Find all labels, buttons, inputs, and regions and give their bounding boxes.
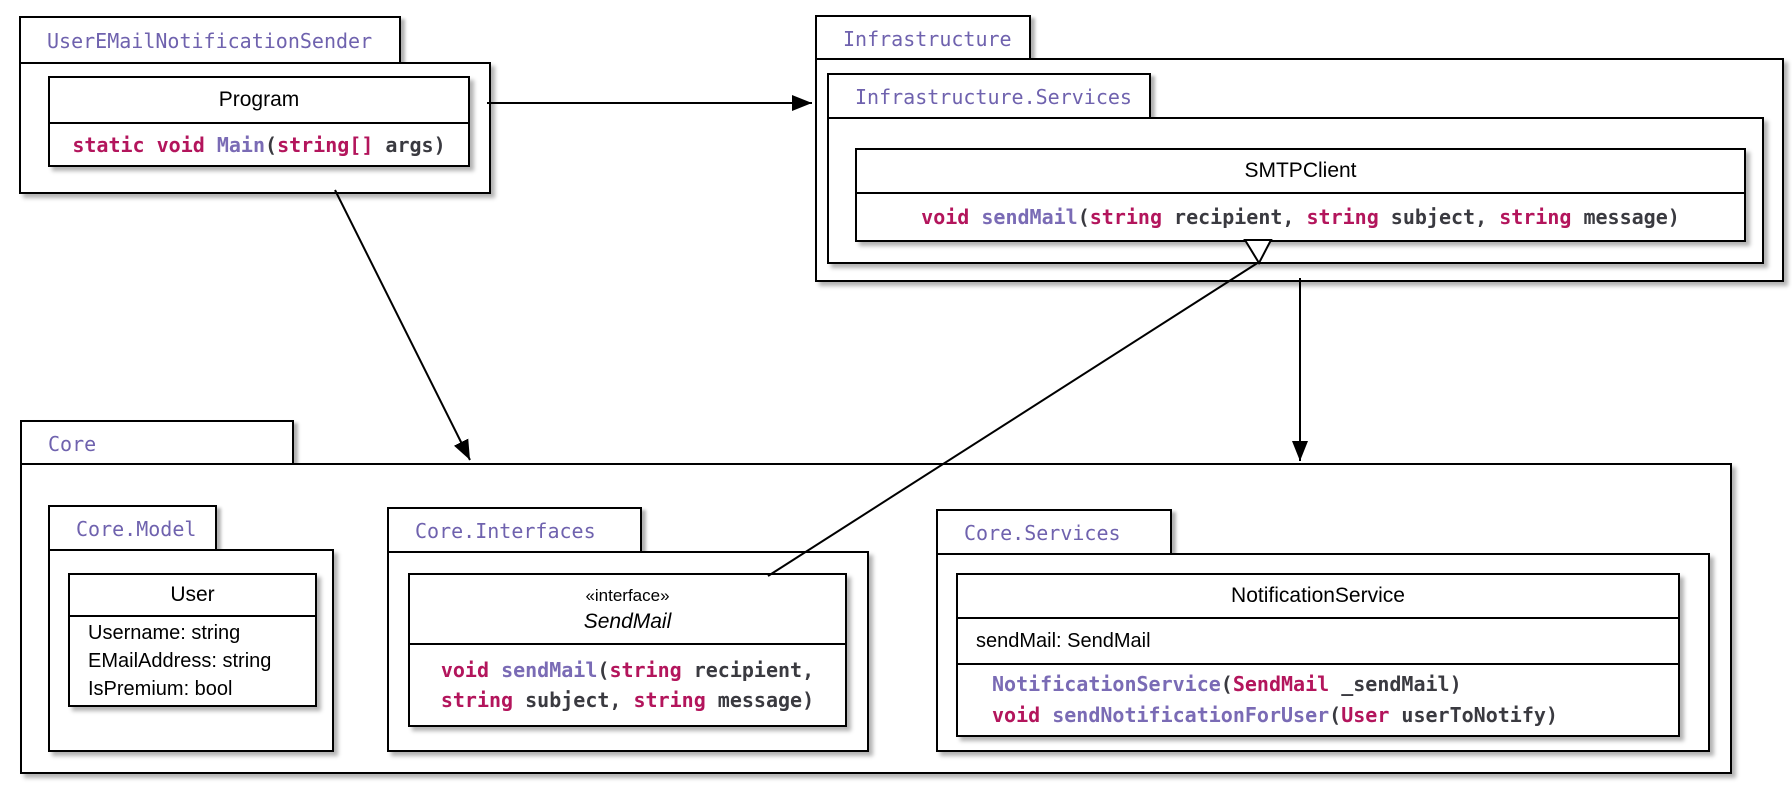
class-smtp-client: SMTPClient void sendMail(string recipien… [855, 148, 1746, 242]
class-title: Program [50, 78, 468, 124]
package-label: Infrastructure [843, 26, 1012, 51]
class-methods-compartment: static void Main(string[] args) [50, 124, 468, 165]
attribute: EMailAddress: string [88, 650, 272, 672]
method-signature: NotificationService(SendMail _sendMail) [992, 672, 1462, 696]
package-label: Core.Services [964, 521, 1121, 545]
method-signature: string subject, string message) [440, 688, 815, 712]
interface-send-mail: «interface» SendMail void sendMail(strin… [408, 573, 847, 727]
class-name: Program [218, 88, 300, 111]
method-signature: void sendMail(string recipient, [440, 658, 815, 682]
class-user: User Username: string EMailAddress: stri… [68, 573, 317, 707]
package-label: Core [48, 431, 97, 456]
class-name: NotificationService [1231, 584, 1405, 607]
class-program: Program static void Main(string[] args) [48, 76, 470, 167]
class-attributes-compartment: Username: string EMailAddress: string Is… [70, 617, 315, 705]
class-methods-compartment: void sendMail(string recipient, string s… [857, 194, 1744, 240]
class-name: SendMail [583, 610, 672, 633]
method-signature: static void Main(string[] args) [72, 132, 446, 157]
class-name: SMTPClient [1244, 159, 1357, 182]
package-label: Core.Interfaces [415, 519, 596, 543]
stereotype-label: «interface» [585, 586, 670, 605]
class-title: NotificationService [958, 575, 1678, 619]
class-title: «interface» SendMail [410, 575, 845, 645]
class-methods-compartment: NotificationService(SendMail _sendMail) … [958, 665, 1678, 735]
class-attributes-compartment: sendMail: SendMail [958, 619, 1678, 665]
method-signature: void sendMail(string recipient, string s… [921, 205, 1680, 229]
attribute: Username: string [88, 622, 241, 644]
package-tab-core-services: Core.Services [936, 509, 1172, 555]
dependency-arrow-sender-to-core [334, 189, 471, 461]
package-label: Core.Model [76, 517, 197, 541]
package-tab-core: Core [20, 420, 294, 465]
package-tab-core-interfaces: Core.Interfaces [387, 507, 642, 553]
package-tab-user-email-notification-sender: UserEMailNotificationSender [19, 16, 401, 64]
class-methods-compartment: void sendMail(string recipient, string s… [410, 645, 845, 725]
attribute: IsPremium: bool [88, 678, 233, 700]
package-label: Infrastructure.Services [855, 85, 1132, 109]
package-tab-infrastructure-services: Infrastructure.Services [827, 73, 1151, 119]
package-tab-infrastructure: Infrastructure [815, 15, 1031, 60]
class-notification-service: NotificationService sendMail: SendMail N… [956, 573, 1680, 737]
class-name: User [170, 583, 215, 606]
attribute: sendMail: SendMail [976, 630, 1151, 652]
class-title: SMTPClient [857, 150, 1744, 194]
class-title: User [70, 575, 315, 617]
package-label: UserEMailNotificationSender [47, 29, 373, 53]
package-tab-core-model: Core.Model [48, 505, 217, 551]
method-signature: void sendNotificationForUser(User userTo… [992, 703, 1558, 727]
